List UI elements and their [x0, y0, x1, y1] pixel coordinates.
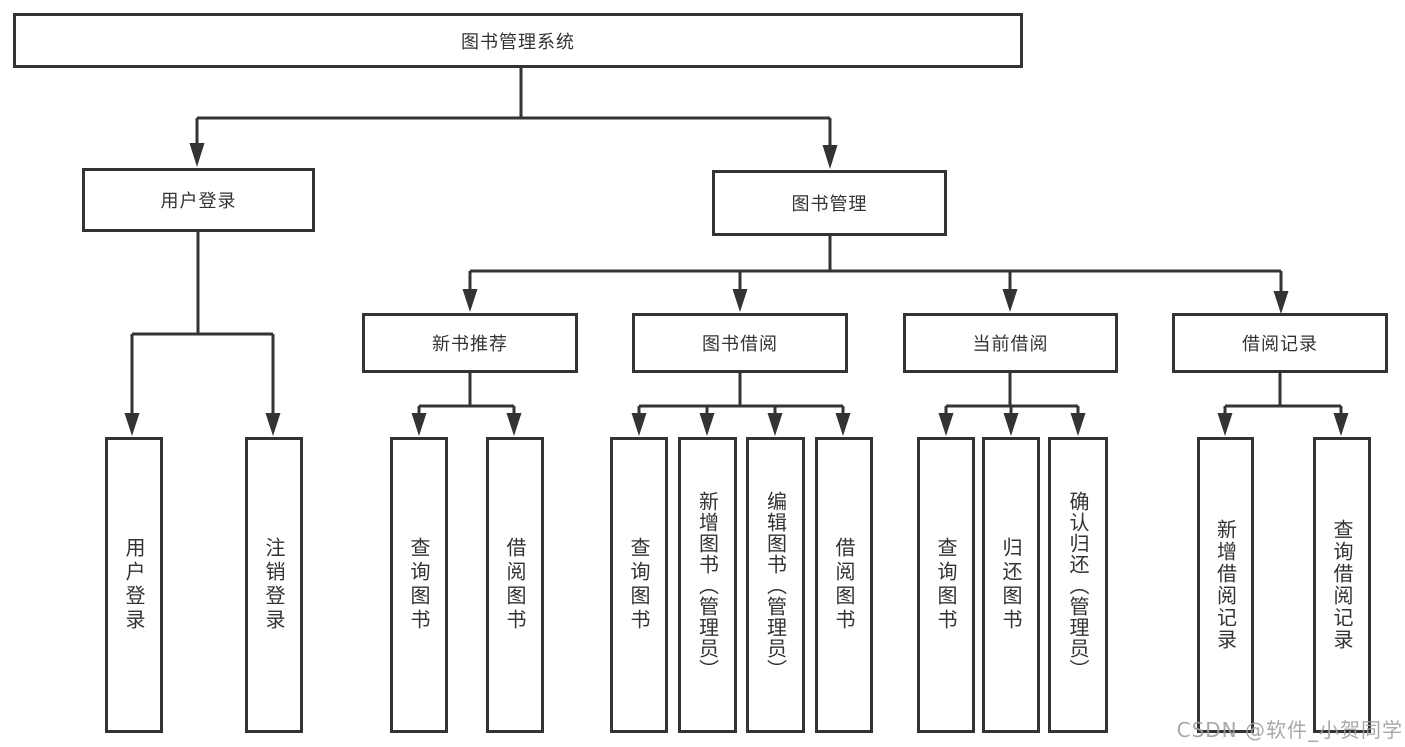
arrowhead-leaf-return-book — [1003, 413, 1019, 436]
arrowhead-leaf-borrow-book-1 — [506, 413, 522, 436]
arrowhead-leaf-confirm-return — [1070, 413, 1086, 436]
arrowhead-leaf-borrow-book-2 — [835, 413, 851, 436]
leaf-add-borrow-record: 新增借阅记录 — [1197, 437, 1254, 733]
arrowhead-current-borrow — [1002, 289, 1018, 312]
node-library-management-system: 图书管理系统 — [13, 13, 1023, 68]
connector-borrow-record-children — [1223, 373, 1343, 414]
arrowhead-leaf-query-record — [1333, 413, 1349, 436]
arrowhead-borrow-record — [1273, 291, 1289, 314]
leaf-add-book-admin: 新增图书（管理员） — [678, 437, 737, 733]
node-book-borrow: 图书借阅 — [632, 313, 848, 373]
arrowhead-leaf-add-record — [1217, 413, 1233, 436]
connector-root-to-level2 — [195, 68, 832, 146]
leaf-query-book-borrow: 查询图书 — [610, 437, 668, 733]
arrowhead-leaf-logout — [265, 413, 281, 436]
connector-book-management-children — [468, 236, 1283, 292]
connector-current-borrow-children — [944, 373, 1080, 414]
arrowhead-leaf-add-book — [699, 413, 715, 436]
arrowhead-new-book-recommend — [462, 289, 478, 312]
connector-book-borrow-children — [637, 373, 845, 414]
watermark-text: CSDN @软件_小贺同学 — [1176, 718, 1403, 742]
arrowhead-leaf-edit-book — [767, 413, 783, 436]
arrowhead-user-login — [189, 143, 205, 167]
leaf-query-book-current: 查询图书 — [917, 437, 975, 733]
arrowhead-leaf-query-book-3 — [938, 413, 954, 436]
leaf-return-book: 归还图书 — [982, 437, 1040, 733]
arrowhead-book-management — [822, 145, 838, 169]
connector-new-book-children — [417, 373, 516, 414]
node-current-borrow: 当前借阅 — [903, 313, 1118, 373]
arrowhead-book-borrow — [732, 289, 748, 312]
leaf-edit-book-admin: 编辑图书（管理员） — [746, 437, 805, 733]
arrowhead-leaf-user-login — [124, 413, 140, 436]
leaf-confirm-return-admin: 确认归还（管理员） — [1048, 437, 1108, 733]
leaf-query-borrow-record: 查询借阅记录 — [1313, 437, 1371, 733]
connector-user-login-children — [130, 232, 275, 414]
leaf-user-login: 用户登录 — [105, 437, 163, 733]
leaf-logout: 注销登录 — [245, 437, 303, 733]
leaf-borrow-book: 借阅图书 — [815, 437, 873, 733]
node-user-login: 用户登录 — [82, 168, 315, 232]
node-book-management: 图书管理 — [712, 170, 947, 236]
leaf-query-book-recommend: 查询图书 — [390, 437, 448, 733]
arrowhead-leaf-query-book-1 — [411, 413, 427, 436]
node-borrow-record: 借阅记录 — [1172, 313, 1388, 373]
arrowhead-leaf-query-book-2 — [631, 413, 647, 436]
node-new-book-recommend: 新书推荐 — [362, 313, 578, 373]
leaf-borrow-book-recommend: 借阅图书 — [486, 437, 544, 733]
